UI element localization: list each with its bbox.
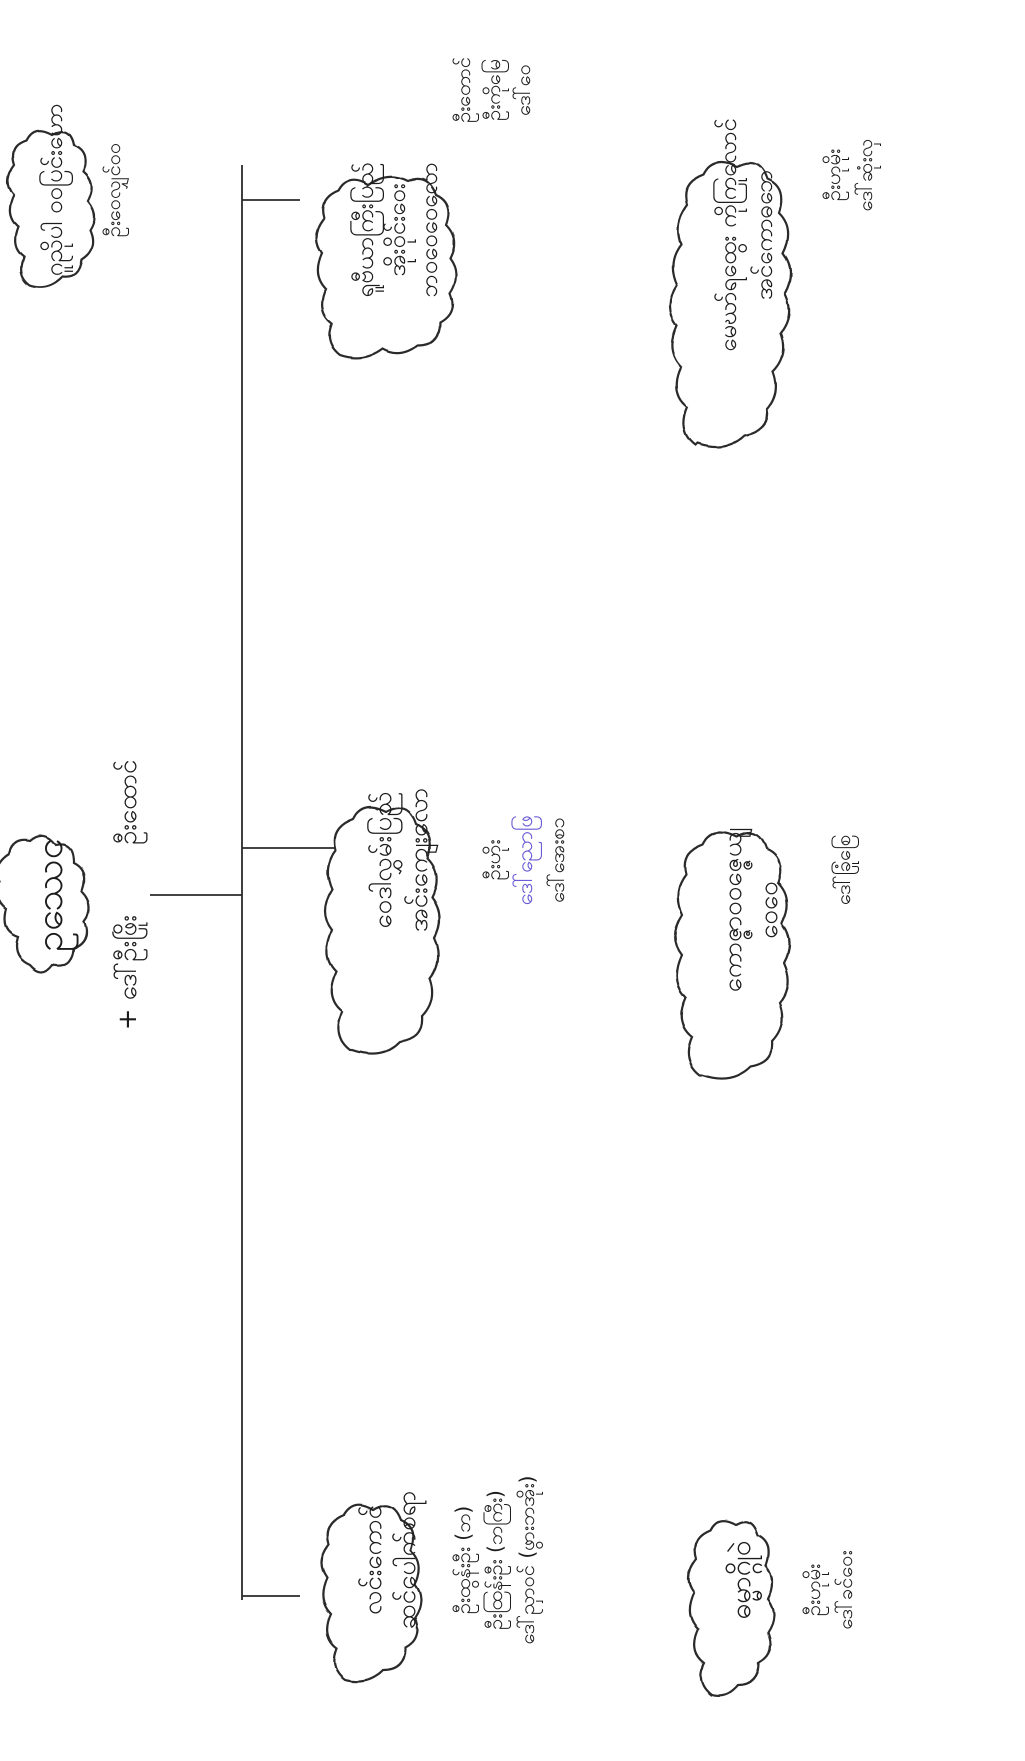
grandchild-1-caption: ဦးဟုမိုး ဒေါ်ခင်ဝေး xyxy=(801,1550,857,1629)
child-1-caption-1: ဦးထွန်းဦး (ဘ) xyxy=(451,1506,479,1614)
child-1-cloud-shape xyxy=(320,1504,423,1683)
root-caption: ဦးထောင် + ဒေါ်ဦးဖြိုး xyxy=(110,760,148,1031)
child-1-line-1: လင်းကောင် xyxy=(357,1505,388,1615)
child-1-caption-3: ဒေါ်ညှာဝင် (ဖွားဘအိုး) xyxy=(515,1476,543,1645)
child-2-caption-1: ဦးဟိုး xyxy=(481,840,509,881)
child-node-2: ဝေဒါလွှမ်းပြည် အင်းကျေးလော xyxy=(323,788,441,1055)
top-left-node-line-1: ဂူညိုပါ ဝဝပြင်းဟော xyxy=(38,103,73,276)
child-3-caption-2: ဦးကိုမြေ xyxy=(481,59,509,121)
grandchild-2-cloud-shape xyxy=(673,831,791,1080)
child-1-caption: ဦးထွန်းဦး (ဘ) ဦးထြန်းဦး (ဘကြီး) ဒေါ်ညှာဝ… xyxy=(451,1476,543,1645)
root-caption-right: ဦးထောင် xyxy=(112,760,148,845)
child-2-blue-caption: ဒေါ်ညောဖြ xyxy=(511,815,542,905)
child-1-caption-2: ဦးထြန်းဦး (ဘကြီး) xyxy=(483,1490,511,1630)
grandchild-3-caption-1: ဦးဟုမိုး xyxy=(821,149,849,201)
child-2-line-1: ဝေဒါလွှမ်းပြည် xyxy=(365,792,403,929)
grandchild-2-caption: ဒေါ်ခြုံစြေ xyxy=(831,835,859,905)
root-cloud-shape xyxy=(0,834,91,974)
root-node: ဥဿေင xyxy=(0,834,91,974)
child-3-caption-1: ဦးတောင် xyxy=(451,57,479,123)
child-3-line-3: ဘဝဝေဝေလော xyxy=(415,162,443,297)
child-node-3: ရူဗီယာကြီးပြည် အိုးဝိုင်းဝေး ဘဝဝေဝေလော xyxy=(315,162,458,360)
grandchild-node-3: မေဃာ်ရထွေး ကိုကြုလောင် အင်ကောဓဘေ xyxy=(668,118,792,448)
child-3-caption: ဦးတောင် ဦးကိုမြေ ဒေါ်ဝေ xyxy=(451,57,535,123)
child-2-line-2: အင်းကျေးလော xyxy=(403,788,439,932)
root-caption-left: + ဒေါ်ဦးဖြိုး xyxy=(110,915,148,1030)
grandchild-1-caption-1: ဦးဟုမိုး xyxy=(801,1564,829,1616)
top-left-node: ဂူညိုပါ ဝဝပြင်းဟော ဦးဝေလျှင်ဝဝ xyxy=(6,103,129,288)
child-2-caption: ဦးဟိုး ဒေါ်ညောဖြ ဒေါ်အေးစ၁ xyxy=(481,815,569,905)
grandchild-1-cloud-shape xyxy=(687,1520,776,1697)
grandchild-3-caption: ဦးဟုမိုး ဒေါ်ဆုံးလှ xyxy=(821,139,881,212)
top-left-node-line-2: ဦးဝေလျှင်ဝဝ xyxy=(101,143,129,238)
tree-connectors xyxy=(150,165,345,1600)
grandchild-3-caption-2: ဒေါ်ဆုံးလှ xyxy=(853,139,881,212)
grandchild-3-cloud-shape xyxy=(668,161,792,448)
child-3-line-2: အိုးဝိုင်းဝေး xyxy=(382,183,416,277)
grandchild-node-2: ကောဇ္ဇာဝဝဇ္ဇေယျ ဝေဝေ xyxy=(673,828,791,1080)
grandchild-1-caption-2: ဒေါ်ခင်ဝေး xyxy=(833,1550,857,1629)
child-node-1: လင်းကောင် ဆင်ပေါက်စရာ xyxy=(320,1491,427,1683)
grandchild-2-line-2: ဝေဝေ xyxy=(754,881,784,939)
grandchild-3-line-2: အင်ကောဓဘေ xyxy=(749,170,778,300)
root-label: ဥဿေင xyxy=(27,838,79,952)
grandchild-2-caption-1: ဒေါ်ခြုံစြေ xyxy=(831,835,859,905)
child-2-caption-2: ဒေါ်အေးစ၁ xyxy=(545,817,569,903)
child-3-cloud-shape xyxy=(315,175,458,360)
child-2-cloud-shape xyxy=(323,806,441,1055)
grandchild-1-line-1: ဓမ္မာဂ္ဂိုဝဲ xyxy=(723,1541,763,1620)
child-3-caption-3: ဒေါ်ဝေ xyxy=(511,64,535,116)
child-3-line-1: ရူဗီယာကြီးပြည် xyxy=(349,162,384,297)
grandchild-node-1: ဓမ္မာဂ္ဂိုဝဲ xyxy=(687,1520,776,1697)
grandchild-2-line-1: ကောဇ္ဇာဝဝဇ္ဇေယျ xyxy=(718,828,753,993)
top-left-cloud-shape xyxy=(6,130,96,288)
child-1-line-2: ဆင်ပေါက်စရာ xyxy=(391,1491,427,1630)
